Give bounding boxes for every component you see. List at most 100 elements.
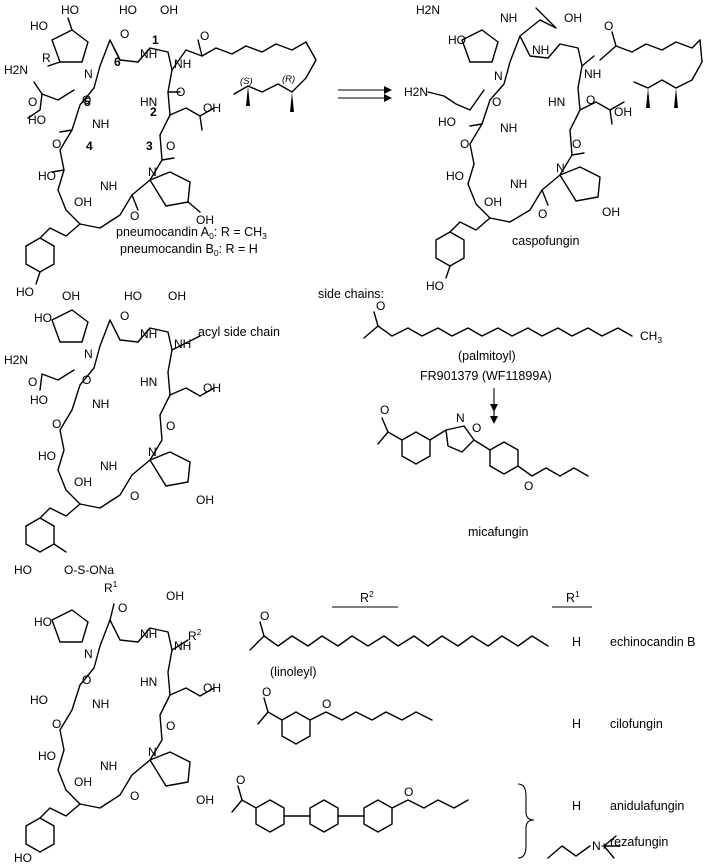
atom-oh: OH: [74, 195, 92, 209]
side-chains-panel: side chains: O CH3 (palmitoyl) FR901379 …: [318, 287, 662, 539]
atom-ho: HO: [38, 449, 56, 463]
atom-oh: HO: [61, 3, 79, 17]
atom-o: O: [82, 373, 91, 387]
atom-ho: HO: [30, 693, 48, 707]
atom-oh: OH: [602, 205, 620, 219]
atom-o: O: [538, 207, 547, 221]
atom-ho: HO: [426, 279, 444, 293]
atom-o: O: [262, 685, 271, 699]
r2-header-text: R: [360, 591, 369, 605]
atom-o: O: [322, 697, 331, 711]
atom-oh: OH: [203, 101, 221, 115]
atom-o: O: [28, 95, 37, 109]
atom-o: O: [52, 717, 61, 731]
atom-o: O: [604, 19, 613, 33]
atom-oh: OH: [168, 289, 186, 303]
atom-hn: HN: [140, 375, 157, 389]
r1-atom-label: R1: [104, 579, 118, 595]
atom-nh: NH: [92, 117, 109, 131]
row-0-r1: H: [572, 635, 581, 649]
atom-o: O: [524, 479, 533, 493]
atom-oh: OH: [160, 3, 178, 17]
atom-nh: NH: [140, 627, 157, 641]
isoxazole-n: N: [456, 411, 465, 425]
atom-o: O: [166, 719, 175, 733]
r1-header-sup: 1: [575, 589, 580, 599]
palmitoyl-ch3: CH3: [640, 329, 662, 345]
atom-nh: NH: [140, 47, 157, 61]
quaternary-n: N+: [592, 839, 608, 853]
row-1-r1: H: [572, 717, 581, 731]
atom-oh: OH: [74, 475, 92, 489]
r2-text: R: [188, 629, 197, 643]
atom-ho: HO: [30, 19, 48, 33]
residue-1: 1: [152, 33, 159, 47]
compound-a0-r-sub: 3: [262, 231, 267, 241]
atom-nh: NH: [174, 337, 191, 351]
residue-3: 3: [146, 139, 153, 153]
residue-5: 5: [84, 95, 91, 109]
atom-nh: NH: [500, 11, 517, 25]
fr901379-label: FR901379 (WF11899A): [420, 369, 552, 383]
atom-oh: OH: [484, 195, 502, 209]
atom-o: O: [492, 95, 501, 109]
atom-o: O: [130, 789, 139, 803]
atom-o: O: [260, 609, 269, 623]
atom-o: O: [82, 93, 91, 107]
row-2-r1: H: [572, 799, 581, 813]
compound-b0-label: pneumocandin B0: R = H: [120, 242, 258, 258]
atom-o: O: [176, 85, 185, 99]
atom-ho: HO: [448, 33, 466, 47]
stereo-r: (R): [282, 74, 295, 85]
atom-oh: OH: [196, 493, 214, 507]
fr901379-core-structure: OH HO OH HO O NH acyl side chain NH H2N …: [4, 289, 280, 577]
atom-o: O: [380, 403, 389, 417]
atom-o: O: [236, 773, 245, 787]
atom-o: O: [166, 419, 175, 433]
r1-header-text: R: [566, 591, 575, 605]
atom-n: N: [148, 745, 157, 759]
atom-hn: HN: [140, 675, 157, 689]
r1-text: R: [104, 581, 113, 595]
pneumocandin-structure: HO HO OH HO O NH O NH H2N R N O O O HN O…: [4, 3, 317, 299]
side-chain-table: R2 R1 O (linoleyl) H echinocandin B O O …: [231, 589, 695, 859]
atom-nh: NH: [100, 759, 117, 773]
atom-nh: NH: [500, 121, 517, 135]
r1-sup: 1: [113, 579, 118, 589]
atom-nh: NH: [92, 397, 109, 411]
compound-a0-label: pneumocandin A0: R = CH3: [116, 225, 267, 241]
atom-ho: HO: [438, 115, 456, 129]
atom-h2n: H2N: [4, 63, 28, 77]
atom-o: O: [52, 417, 61, 431]
atom-o: O: [166, 139, 175, 153]
atom-oh: OH: [203, 681, 221, 695]
atom-nh: NH: [510, 177, 527, 191]
atom-nh: NH: [584, 67, 601, 81]
atom-oh: HO: [119, 3, 137, 17]
compound-a0-name: pneumocandin A: [116, 225, 210, 239]
atom-o: O: [200, 29, 209, 43]
atom-o: O: [130, 209, 139, 223]
atom-n: N: [148, 445, 157, 459]
atom-o: O: [120, 309, 129, 323]
atom-h2n: H2N: [404, 85, 428, 99]
atom-ho: HO: [446, 169, 464, 183]
atom-n: N: [148, 165, 157, 179]
atom-o: O: [586, 93, 595, 107]
atom-hn: HN: [548, 95, 565, 109]
atom-nh: NH: [174, 57, 191, 71]
sulfate-group: O-S-ONa: [64, 563, 114, 577]
atom-o: O: [82, 673, 91, 687]
ch3-sub: 3: [657, 335, 662, 345]
atom-oh: OH: [564, 11, 582, 25]
atom-h2n: H2N: [4, 353, 28, 367]
atom-nh: NH: [140, 327, 157, 341]
atom-nh: NH: [100, 459, 117, 473]
residue-4: 4: [86, 139, 93, 153]
atom-nh: NH: [92, 697, 109, 711]
atom-nh: NH: [174, 639, 191, 653]
atom-o: O: [404, 785, 413, 799]
isoxazole-o: O: [472, 421, 481, 435]
residue-2: 2: [150, 105, 157, 119]
